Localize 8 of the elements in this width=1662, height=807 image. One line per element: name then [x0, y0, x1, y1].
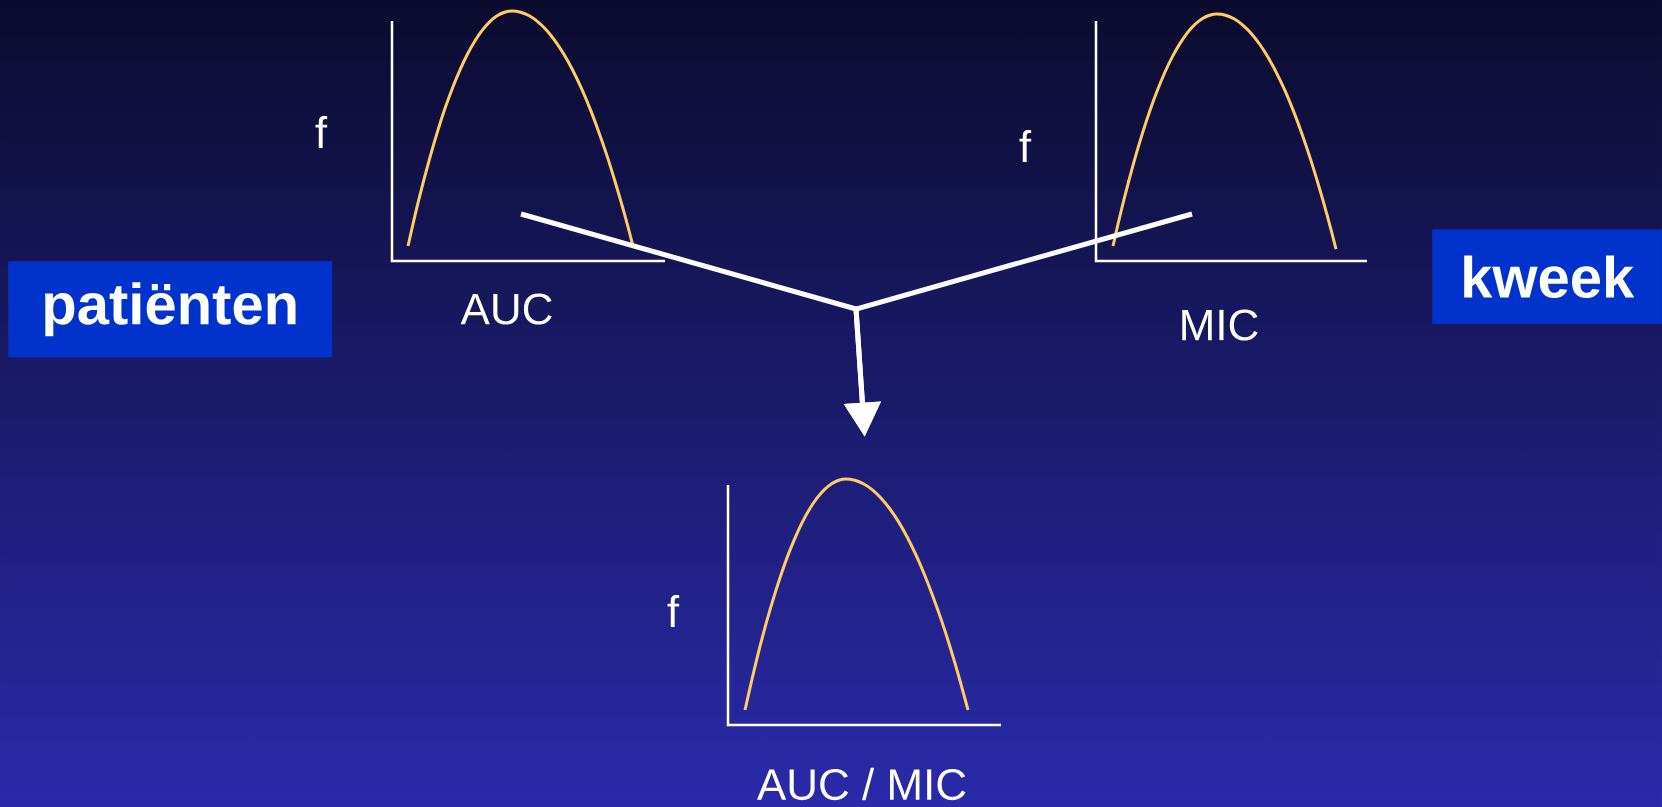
axis-label: MIC: [1182, 309, 1258, 341]
axis-label: f: [1019, 130, 1032, 162]
axis-label: f: [667, 595, 680, 627]
axis-label: AUC / MIC: [757, 767, 966, 801]
axis-label: AUC: [460, 293, 552, 325]
axis-label: f: [315, 116, 328, 148]
label-box: kweek: [1432, 229, 1662, 325]
label-box: patiënten: [8, 261, 333, 358]
